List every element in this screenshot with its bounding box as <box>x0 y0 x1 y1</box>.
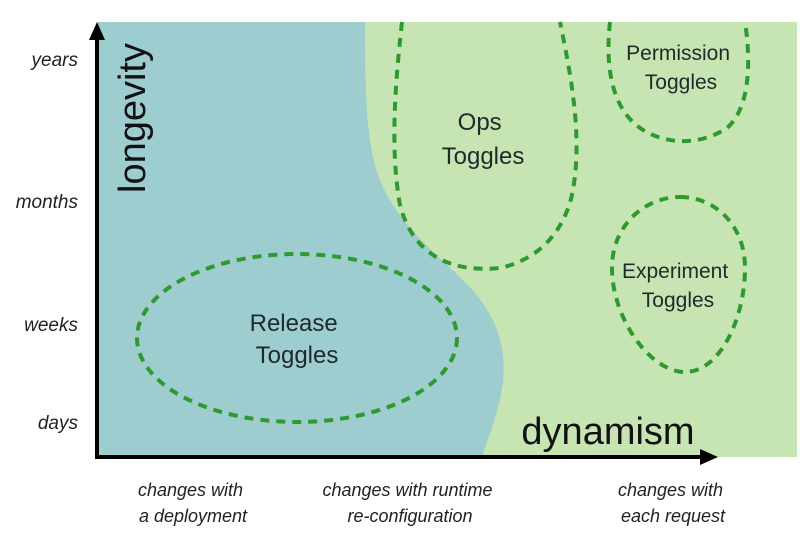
y-tick-years: years <box>30 50 79 71</box>
y-axis-arrowhead <box>89 22 105 40</box>
x-category-deployment: changes with a deployment <box>138 480 248 526</box>
permission-toggles-label: Permission Toggles <box>626 42 736 94</box>
experiment-toggles-outline <box>609 194 748 375</box>
y-tick-months: months <box>16 192 79 213</box>
experiment-toggles-label: Experiment Toggles <box>622 260 734 312</box>
x-axis-arrowhead <box>700 449 718 465</box>
y-tick-weeks: weeks <box>24 315 78 336</box>
ops-toggles-label: Ops Toggles <box>442 109 525 170</box>
release-toggles-outline <box>135 252 459 424</box>
y-tick-days: days <box>38 413 79 434</box>
x-category-runtime: changes with runtime re-configuration <box>322 480 497 526</box>
x-category-request: changes with each request <box>618 480 728 526</box>
ops-toggles-outline <box>392 21 579 271</box>
y-axis-title: longevity <box>112 43 154 193</box>
static-region <box>97 22 504 457</box>
release-toggles-label: Release Toggles <box>250 310 345 369</box>
x-axis-title: dynamism <box>521 411 694 453</box>
